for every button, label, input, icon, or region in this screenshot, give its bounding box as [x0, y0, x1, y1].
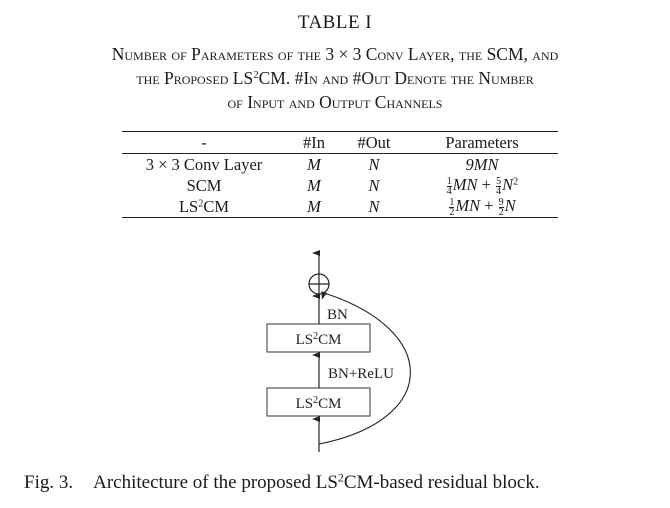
caption-text: the Proposed LS [136, 68, 254, 88]
row-parameters: 9MN [465, 154, 499, 174]
header-in: #In [303, 132, 325, 152]
ls2cm-label-top: LS2CM [296, 331, 342, 348]
row-in: M [307, 175, 321, 195]
caption-text: CM. #In and #Out Denote the Number [258, 68, 534, 88]
row-in: M [307, 154, 321, 174]
skip-connection [318, 291, 411, 445]
header-out: #Out [357, 132, 391, 152]
row-name: SCM [186, 175, 222, 195]
ls2cm-block-bottom [266, 387, 371, 417]
row-out: N [368, 175, 380, 195]
row-name: 3 × 3 Conv Layer [145, 154, 263, 174]
table-header-row: - #In #Out Parameters [122, 131, 558, 154]
table-caption-line-1: Number of Parameters of the 3 × 3 Conv L… [111, 44, 559, 64]
figure-caption: Fig. 3. Architecture of the proposed LS2C… [24, 472, 540, 494]
ls2cm-block-top [266, 323, 371, 353]
row-out: N [368, 154, 380, 174]
row-name: LS2CM [178, 196, 230, 216]
table-row: 3 × 3 Conv Layer M N 9MN [122, 154, 558, 176]
caption-text: Architecture of the proposed LS [93, 472, 338, 493]
table-caption-line-3: of Input and Output Channels [227, 92, 443, 112]
row-in: M [307, 196, 321, 216]
caption-sup: 2 [253, 69, 259, 82]
caption-text: CM-based residual block. [343, 472, 540, 493]
table-label: TABLE I [297, 12, 373, 33]
row-out: N [368, 196, 380, 216]
header-parameters: Parameters [445, 132, 519, 152]
caption-sup: 2 [337, 471, 344, 485]
header-name: - [201, 132, 207, 152]
ls2cm-label-bottom: LS2CM [296, 395, 342, 412]
bn-relu-label: BN+ReLU [328, 366, 394, 382]
figure-number: Fig. 3. [24, 472, 74, 493]
table-caption-line-2: the Proposed LS2CM. #In and #Out Denote … [0, 66, 670, 90]
bn-label: BN [327, 307, 348, 323]
